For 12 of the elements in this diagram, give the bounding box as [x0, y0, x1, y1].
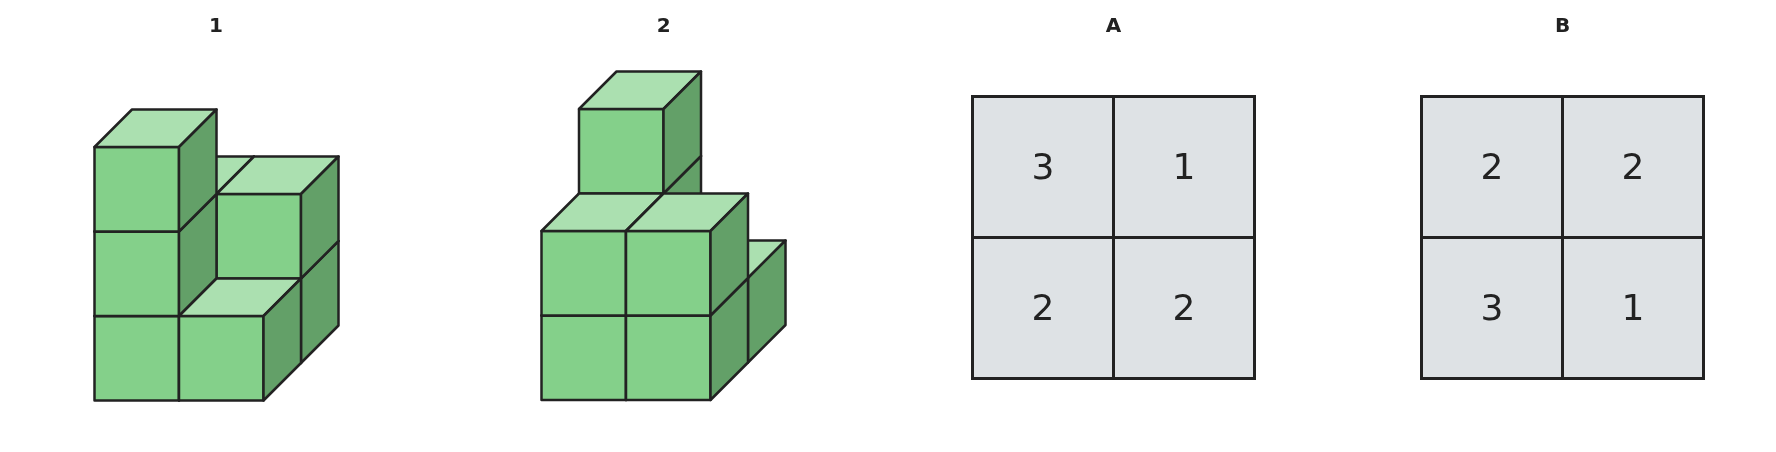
- number-cell: 3: [1423, 239, 1561, 377]
- number-cell: 1: [1564, 239, 1702, 377]
- grid-label: A: [1105, 15, 1122, 35]
- grid-label: B: [1554, 15, 1571, 35]
- number-cell: 2: [1423, 98, 1561, 236]
- number-cell: 3: [974, 98, 1112, 236]
- number-cell: 2: [1115, 239, 1253, 377]
- figure-label: 1: [209, 15, 223, 35]
- number-cell: 1: [1115, 98, 1253, 236]
- figure-label: 2: [656, 15, 671, 35]
- number-cell: 2: [974, 239, 1112, 377]
- number-cell: 2: [1564, 98, 1702, 236]
